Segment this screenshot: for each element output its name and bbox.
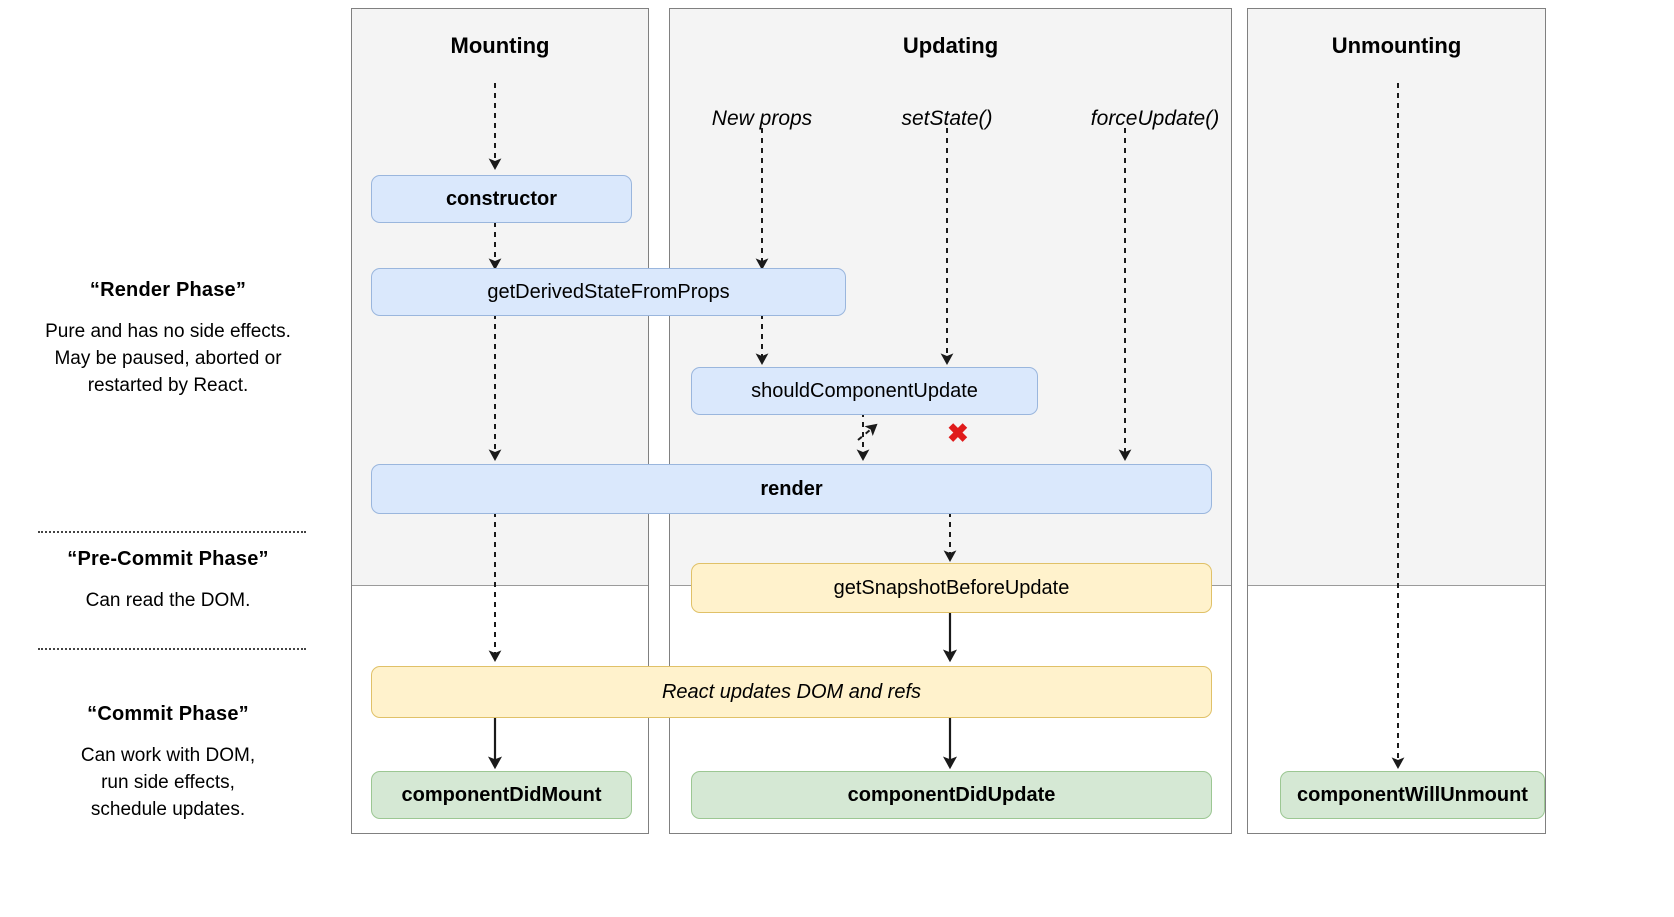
node-render[interactable]: render xyxy=(371,464,1212,514)
lane-unmounting: Unmounting xyxy=(1247,8,1546,834)
node-get-derived-state-from-props[interactable]: getDerivedStateFromProps xyxy=(371,268,846,316)
phase-render-description: Pure and has no side effects. May be pau… xyxy=(45,321,291,396)
rail-divider-bottom xyxy=(38,648,306,650)
node-component-did-update-label: componentDidUpdate xyxy=(847,783,1056,806)
node-component-did-update[interactable]: componentDidUpdate xyxy=(691,771,1212,819)
node-get-snapshot-before-update-label: getSnapshotBeforeUpdate xyxy=(833,576,1070,599)
node-react-updates-dom-and-refs-label: React updates DOM and refs xyxy=(661,680,921,703)
rail-divider-top xyxy=(38,531,306,533)
lane-updating-title: Updating xyxy=(902,33,999,58)
node-component-will-unmount-label: componentWillUnmount xyxy=(1297,783,1528,806)
trigger-force-update: forceUpdate() xyxy=(1090,107,1220,130)
node-get-snapshot-before-update[interactable]: getSnapshotBeforeUpdate xyxy=(691,563,1212,613)
trigger-set-state: setState() xyxy=(901,107,993,130)
phase-render-title: “Render Phase” xyxy=(89,279,247,301)
node-get-derived-state-from-props-label: getDerivedStateFromProps xyxy=(487,280,730,303)
node-component-will-unmount[interactable]: componentWillUnmount xyxy=(1280,771,1545,819)
phase-pre-commit-description: Can read the DOM. xyxy=(85,590,251,611)
lane-unmounting-shaded-region xyxy=(1248,9,1545,586)
node-component-did-mount-label: componentDidMount xyxy=(401,783,602,806)
lane-mounting-title: Mounting xyxy=(450,33,550,58)
node-render-label: render xyxy=(760,477,823,500)
node-should-component-update[interactable]: shouldComponentUpdate xyxy=(691,367,1038,415)
trigger-new-props: New props xyxy=(711,107,813,130)
node-react-updates-dom-and-refs[interactable]: React updates DOM and refs xyxy=(371,666,1212,718)
node-constructor-label: constructor xyxy=(445,187,558,210)
phase-pre-commit-title: “Pre-Commit Phase” xyxy=(67,548,269,570)
phase-render: “Render Phase” Pure and has no side effe… xyxy=(18,278,318,400)
phase-commit-title: “Commit Phase” xyxy=(87,703,249,725)
phase-commit: “Commit Phase” Can work with DOM, run si… xyxy=(18,702,318,824)
phase-pre-commit: “Pre-Commit Phase” Can read the DOM. xyxy=(18,547,318,615)
node-constructor[interactable]: constructor xyxy=(371,175,632,223)
skip-render-x-icon: ✖ xyxy=(947,418,969,448)
node-should-component-update-label: shouldComponentUpdate xyxy=(751,379,978,402)
node-component-did-mount[interactable]: componentDidMount xyxy=(371,771,632,819)
phase-commit-description: Can work with DOM, run side effects, sch… xyxy=(80,745,256,820)
lane-unmounting-title: Unmounting xyxy=(1331,33,1462,58)
